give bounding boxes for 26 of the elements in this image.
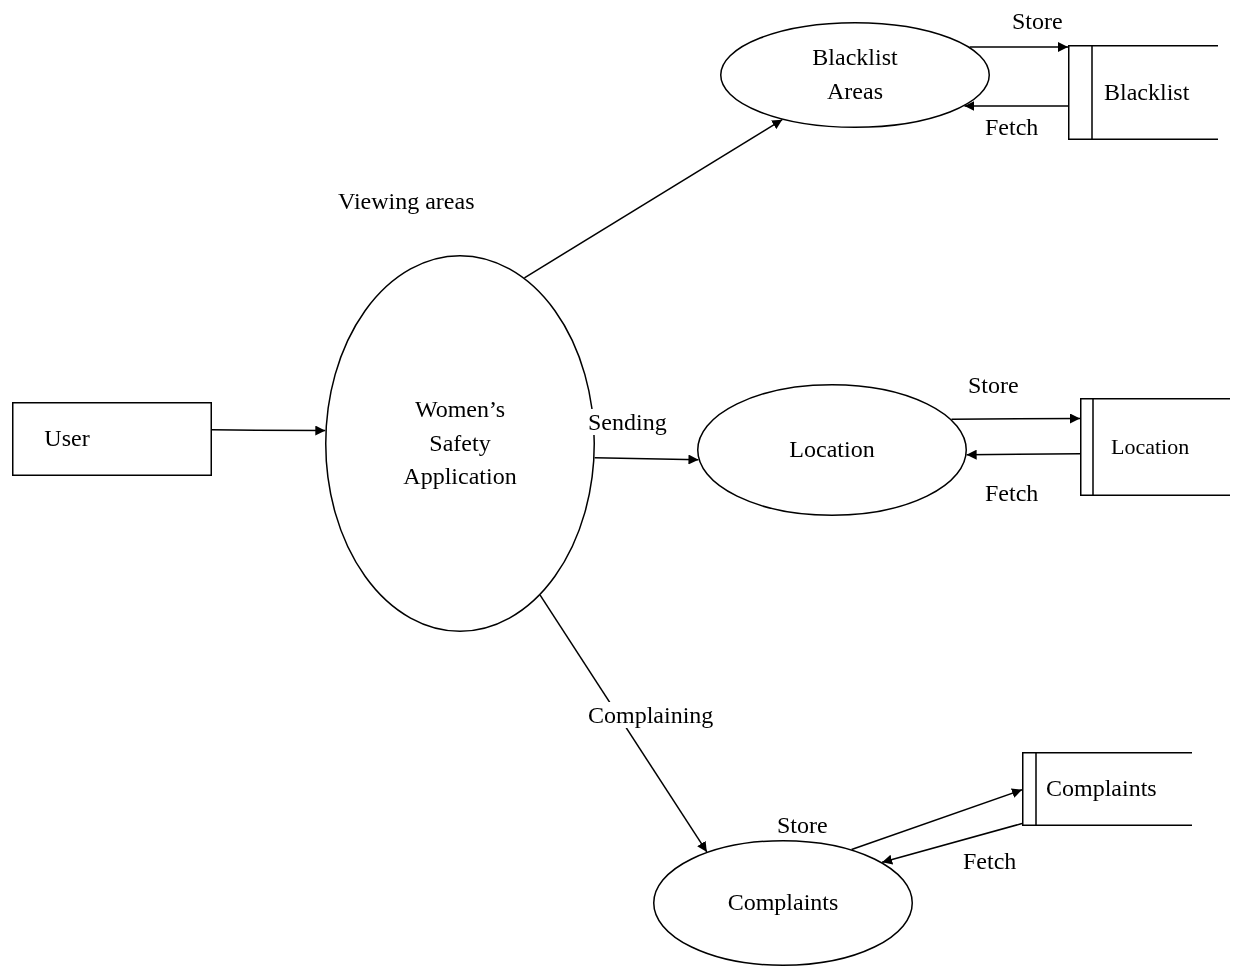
data-store xyxy=(1068,45,1218,140)
node-label: User xyxy=(44,424,90,454)
arrow xyxy=(850,788,1023,851)
data-store xyxy=(1080,398,1230,496)
edge-label: Sending xyxy=(588,409,667,436)
data-store xyxy=(1022,752,1192,826)
arrow xyxy=(211,425,327,436)
node-label: Blacklist xyxy=(1104,77,1190,107)
arrow xyxy=(950,413,1081,424)
arrow xyxy=(523,118,783,279)
external-entity-box xyxy=(12,402,212,476)
arrow xyxy=(539,594,708,853)
arrow xyxy=(963,101,1069,111)
process-ellipse xyxy=(653,840,913,966)
node-label: Location xyxy=(789,435,875,465)
node-label: Complaints xyxy=(727,888,839,918)
node-label: Complaints xyxy=(1046,774,1157,804)
edge-label: Complaining xyxy=(588,702,714,729)
arrow xyxy=(593,454,700,465)
arrow xyxy=(965,449,1081,460)
arrow xyxy=(968,42,1069,52)
node-label: Location xyxy=(1111,432,1190,461)
arrow xyxy=(881,822,1023,865)
node-label: Women’s Safety Application xyxy=(402,395,518,492)
node-label: Blacklist Areas xyxy=(811,43,899,106)
process-ellipse xyxy=(697,384,967,516)
